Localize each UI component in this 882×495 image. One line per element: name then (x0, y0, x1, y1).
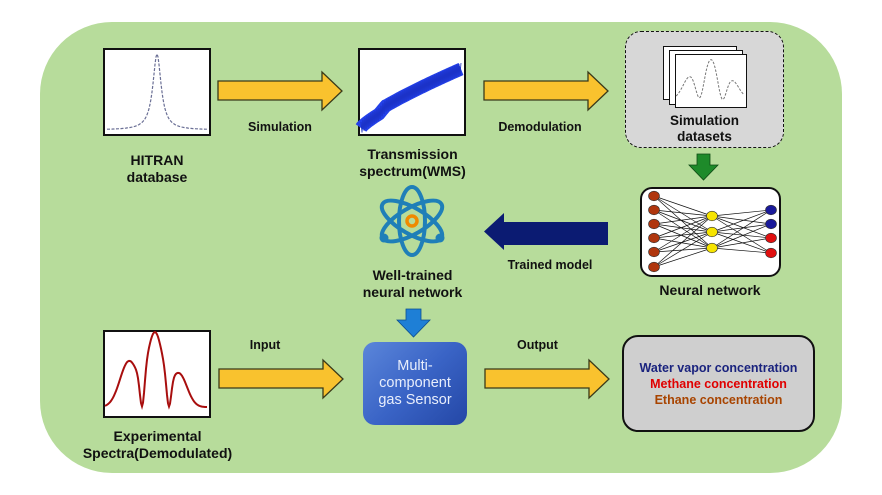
gas-sensor-line1: Multi- (397, 358, 433, 374)
nn-edge (653, 247, 713, 253)
nn-edge (653, 231, 713, 239)
blue-down-arrow (396, 308, 431, 338)
input-arrow (218, 358, 344, 400)
nn-hidden-node (706, 210, 718, 222)
trained-model-edge-label: Trained model (507, 258, 593, 272)
atom-icon (379, 185, 445, 257)
green-down-arrow (688, 153, 719, 181)
nn-input-node (648, 232, 660, 244)
nn-edge (711, 215, 772, 225)
nn-edge (653, 231, 713, 268)
nn-edge (653, 209, 713, 249)
nn-edge (711, 215, 772, 239)
nn-edge (653, 231, 713, 253)
experimental-label-line1: Experimental (113, 428, 202, 444)
nn-edge (653, 215, 713, 225)
trained-model-arrow (484, 213, 608, 250)
nn-edge (653, 209, 713, 233)
nn-input-node (648, 218, 660, 230)
simulation-datasets-line1: Simulation (669, 113, 739, 128)
nn-edge (653, 209, 713, 217)
transmission-label-line1: Transmission (367, 146, 458, 162)
nn-edge (711, 237, 772, 249)
nn-input-node (648, 261, 660, 273)
dataset-card-front (675, 54, 747, 108)
nn-hidden-node (706, 242, 718, 254)
nn-edge (711, 231, 772, 254)
experimental-label-line2: Spectra(Demodulated) (82, 445, 233, 461)
nn-edge (653, 237, 713, 249)
simulation-arrow (217, 70, 343, 112)
gas-sensor-box: Multi- component gas Sensor (363, 342, 467, 425)
nn-edge (711, 223, 772, 233)
demodulated-spectrum-icon (104, 330, 207, 411)
nn-edge (653, 223, 713, 249)
nn-connections (653, 195, 772, 268)
nn-hidden-node (706, 226, 718, 238)
output-concentrations-box: Water vapor concentration Methane concen… (622, 335, 815, 432)
nn-output-node (765, 204, 777, 216)
hitran-label-line1: HITRAN (130, 152, 184, 168)
nn-output-node (765, 247, 777, 259)
nn-input-node (648, 204, 660, 216)
hitran-label: HITRAN database (103, 152, 211, 186)
nn-edge (711, 209, 772, 249)
methane-concentration: Methane concentration (650, 376, 787, 391)
well-trained-label: Well-trained neural network (345, 267, 480, 301)
transmission-plot (355, 48, 466, 136)
transmission-label-line2: spectrum(WMS) (359, 163, 466, 179)
input-edge-label: Input (249, 338, 281, 352)
nn-edge (653, 215, 713, 268)
lorentzian-peak-icon (107, 52, 207, 130)
nn-edge (653, 215, 713, 253)
experimental-plot (103, 330, 211, 418)
simulation-edge-label: Simulation (248, 120, 312, 134)
nn-edge (711, 209, 772, 233)
ethane-concentration: Ethane concentration (654, 392, 783, 407)
nn-input-node (648, 246, 660, 258)
experimental-label: Experimental Spectra(Demodulated) (70, 428, 245, 462)
demodulation-edge-label: Demodulation (498, 120, 582, 134)
nn-input-node (648, 190, 660, 202)
well-trained-line1: Well-trained (372, 267, 453, 283)
nn-edge (653, 195, 713, 249)
simulated-spectrum-icon (675, 59, 745, 101)
nn-edge (711, 231, 772, 239)
simulation-datasets-label: Simulation datasets (625, 113, 784, 145)
neural-network-label: Neural network (659, 282, 761, 298)
nn-edge (653, 215, 713, 239)
nn-output-node (765, 232, 777, 244)
transmission-label: Transmission spectrum(WMS) (340, 146, 485, 180)
nn-edge (711, 247, 772, 254)
wms-transmission-icon (355, 62, 464, 133)
nn-edge (711, 223, 772, 249)
gas-sensor-line2: component (379, 375, 451, 391)
hitran-label-line2: database (126, 169, 188, 185)
nn-edge (711, 215, 772, 254)
output-arrow (484, 358, 610, 400)
nn-edge (653, 195, 713, 217)
nn-edge (711, 209, 772, 217)
nn-output-node (765, 218, 777, 230)
nn-edge (653, 195, 713, 233)
nn-edge (653, 247, 713, 268)
output-edge-label: Output (517, 338, 558, 352)
simulation-datasets-line2: datasets (677, 129, 732, 144)
neural-network-box (640, 187, 781, 277)
water-vapor-concentration: Water vapor concentration (639, 360, 798, 375)
nn-edge (653, 223, 713, 233)
well-trained-line2: neural network (362, 284, 463, 300)
neural-network-graph-icon (648, 190, 777, 273)
hitran-plot (103, 48, 211, 136)
gas-sensor-line3: gas Sensor (378, 392, 452, 408)
demodulation-arrow (483, 70, 609, 112)
